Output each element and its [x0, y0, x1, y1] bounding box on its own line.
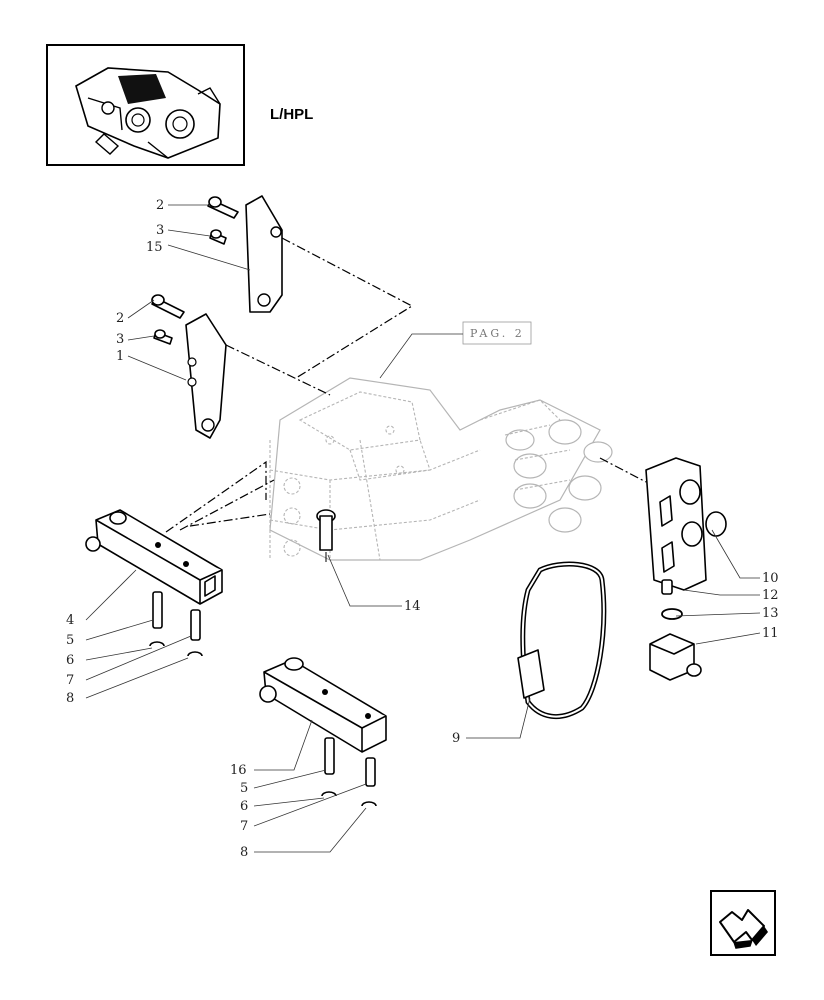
callout-3b: 3	[116, 332, 124, 347]
assembly-axis-valve	[599, 457, 647, 483]
lever-lower	[259, 657, 387, 753]
callout-2b: 2	[116, 311, 124, 326]
callout-10: 10	[762, 571, 779, 586]
callout-13: 13	[762, 606, 779, 621]
callout-labels: 2 3 15 2 3 1 4 5 6 7 8 14 9 10 12 13 11 …	[66, 198, 779, 860]
callout-4: 4	[66, 613, 74, 628]
assembly-axis-lever	[165, 460, 275, 533]
callout-8b: 8	[240, 845, 248, 860]
valve-body-12	[645, 457, 707, 595]
callout-8a: 8	[66, 691, 74, 706]
callout-9: 9	[452, 731, 460, 746]
next-page-arrow-icon	[719, 909, 768, 949]
assembly-axis-upper	[281, 237, 414, 379]
o-ring-13	[661, 608, 683, 620]
callout-6b: 6	[240, 799, 248, 814]
callout-7b: 7	[240, 819, 248, 834]
port-cylinders	[504, 419, 613, 533]
callout-16: 16	[230, 763, 247, 778]
callout-2a: 2	[156, 198, 164, 213]
lower-bracket-assembly	[151, 294, 227, 439]
assembly-axis-lower	[225, 344, 331, 396]
callout-6a: 6	[66, 653, 74, 668]
pins-upper	[149, 591, 203, 657]
valve-assembly-thumbnail-icon	[75, 67, 221, 159]
cap-10	[705, 511, 727, 537]
leader-lines	[85, 204, 761, 853]
bolt-14	[316, 509, 336, 562]
pins-lower	[321, 737, 377, 807]
assembly-thumbnail	[46, 44, 245, 166]
reference-label: PAG. 2	[379, 321, 532, 379]
callout-14: 14	[404, 599, 421, 614]
callout-11: 11	[762, 626, 779, 641]
callout-1: 1	[116, 349, 124, 364]
variant-label: L/HPL	[270, 106, 314, 123]
gasket-9	[517, 561, 607, 720]
callout-5a: 5	[66, 633, 74, 648]
callout-7a: 7	[66, 673, 74, 688]
lever-upper	[85, 509, 223, 605]
callout-15: 15	[146, 240, 163, 255]
plug-11	[649, 633, 702, 681]
valve-block-ghost	[269, 377, 601, 561]
callout-5b: 5	[240, 781, 248, 796]
callout-3a: 3	[156, 223, 164, 238]
callout-12: 12	[762, 588, 779, 603]
next-page-button[interactable]	[710, 890, 776, 956]
upper-bracket-assembly	[207, 195, 283, 313]
reference-text: PAG. 2	[470, 327, 525, 340]
